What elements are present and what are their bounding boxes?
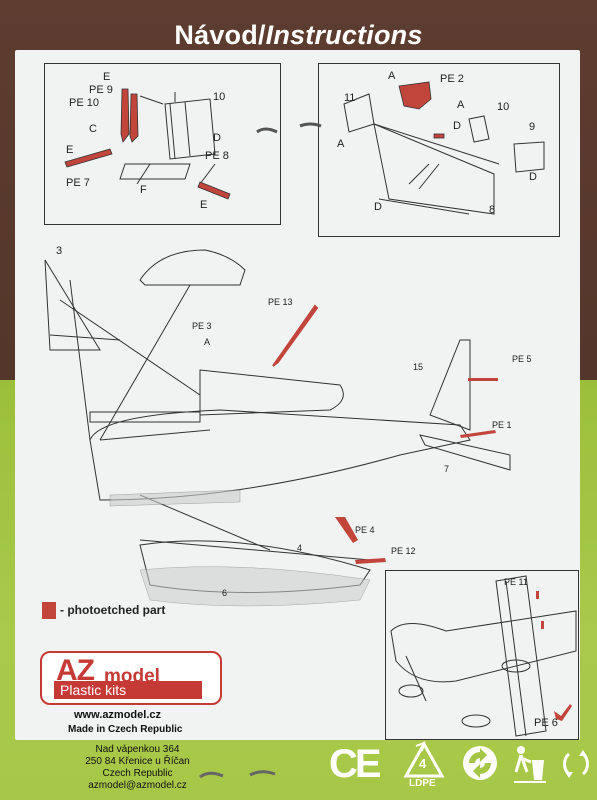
- label-pe7: PE 7: [66, 177, 90, 189]
- legend-text: - photoetched part: [60, 603, 166, 617]
- cockpit-parts-drawing: [343, 81, 545, 215]
- label-e: E: [103, 71, 111, 83]
- label-pe4: PE 4: [355, 525, 375, 535]
- label-pe9: PE 9: [89, 84, 113, 96]
- label-pe13: PE 13: [268, 297, 293, 307]
- label-3: 3: [56, 245, 63, 257]
- loose-parts-bottom: [199, 770, 276, 779]
- label-pe10: PE 10: [69, 97, 99, 109]
- label-7: 7: [444, 464, 450, 474]
- label-pe3: PE 3: [192, 321, 212, 331]
- label-8: 8: [489, 204, 496, 216]
- label-c: C: [89, 123, 97, 135]
- made-in: Made in Czech Republic: [68, 724, 183, 735]
- recycling-loop-icon: [561, 744, 591, 784]
- label-a: A: [388, 70, 396, 82]
- label-15: 15: [413, 362, 424, 372]
- recycle-ldpe-icon: 4 LDPE: [402, 740, 446, 791]
- address-line2: 250 84 Křenice u Říčan: [85, 756, 190, 767]
- label-f: F: [140, 184, 147, 196]
- label-11: 11: [344, 92, 356, 104]
- address-line3: Czech Republic: [102, 768, 173, 779]
- label-pe8: PE 8: [205, 150, 229, 162]
- label-pe6: PE 6: [534, 717, 558, 729]
- label-d-r3: D: [374, 201, 382, 213]
- logo-subtitle: Plastic kits: [54, 681, 202, 699]
- website: www.azmodel.cz: [74, 709, 162, 721]
- azmodel-logo: AZ model Plastic kits: [40, 651, 222, 705]
- label-a-main: A: [204, 337, 211, 347]
- page-title: Návod/Instructions: [174, 20, 423, 50]
- inset-seat-diagram: E PE 9 PE 10 C E PE 7 10 D PE 8 F E: [44, 63, 281, 225]
- label-d: D: [213, 132, 221, 144]
- green-dot-icon: [461, 744, 499, 782]
- label-pe1: PE 1: [492, 420, 512, 430]
- label-e3: E: [200, 199, 208, 211]
- loose-parts: [256, 122, 322, 134]
- wing-detail-drawing: [390, 575, 577, 737]
- label-e2: E: [66, 144, 74, 156]
- label-9: 9: [529, 121, 536, 133]
- tidyman-icon: [510, 742, 548, 784]
- label-4: 4: [297, 543, 303, 553]
- inset-wing-detail: PE 11 PE 6: [385, 570, 579, 740]
- seat-parts-drawing: [64, 88, 231, 200]
- label-10-r: 10: [497, 101, 510, 113]
- recycle-number: 4: [419, 756, 427, 771]
- label-d-r2: D: [529, 171, 537, 183]
- recycle-code: LDPE: [409, 778, 436, 789]
- inset-cockpit-diagram: A PE 2 11 A A D 10 9 D D 8: [318, 63, 560, 237]
- address-email: azmodel@azmodel.cz: [88, 780, 187, 791]
- label-d-r: D: [453, 120, 461, 132]
- label-6: 6: [222, 588, 228, 598]
- label-pe2: PE 2: [440, 73, 464, 85]
- photoetch-swatch: [42, 602, 56, 619]
- label-a2: A: [337, 138, 345, 150]
- address-line1: Nad vápenkou 364: [95, 744, 180, 755]
- label-a3: A: [457, 99, 465, 111]
- label-pe5: PE 5: [512, 354, 532, 364]
- label-10: 10: [213, 91, 226, 103]
- ce-mark: CE: [329, 742, 382, 786]
- label-pe11: PE 11: [504, 577, 528, 587]
- address-block: Nad vápenkou 364 250 84 Křenice u Říčan …: [50, 744, 225, 792]
- main-exploded-view: [44, 249, 511, 607]
- label-pe12: PE 12: [391, 546, 416, 556]
